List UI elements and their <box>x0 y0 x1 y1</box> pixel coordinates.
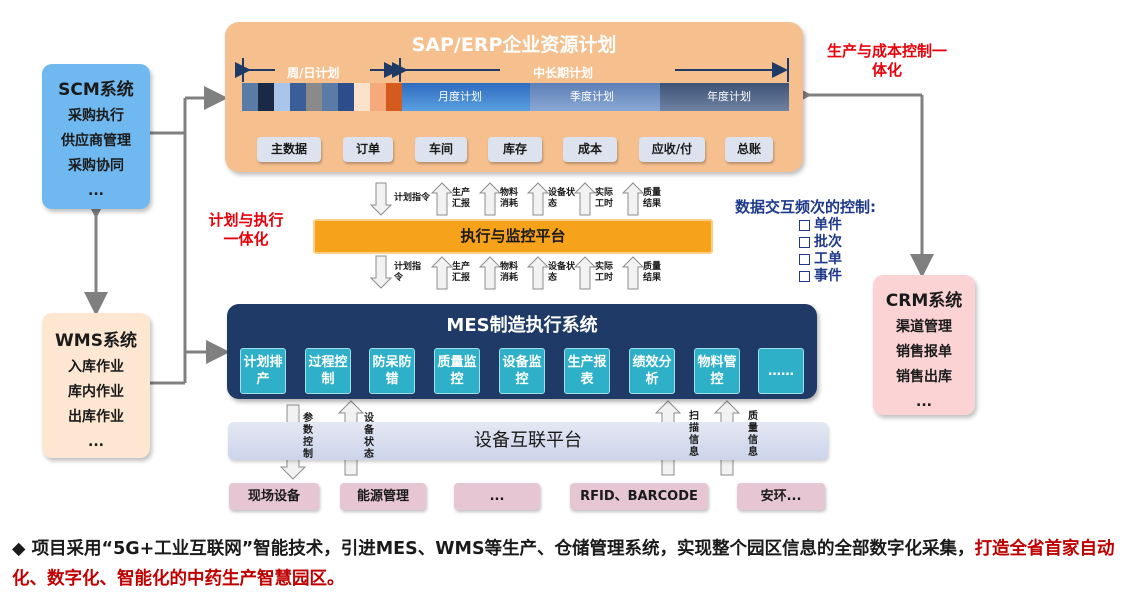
checkbox-icon <box>799 253 810 265</box>
scm-system-box[interactable]: SCM系统 采购执行 供应商管理 采购协同 ... <box>42 64 150 209</box>
crm-item: 渠道管理 <box>896 319 952 335</box>
band-monthly-label: 月度计划 <box>438 90 482 103</box>
scm-item: ... <box>88 183 104 199</box>
vertical-label-param: 参数控制 <box>303 413 313 460</box>
lower-arrow-label: 生产汇报 <box>452 262 471 283</box>
upper-arrow-label: 计划指令 <box>394 193 431 203</box>
bottom-rfid-barcode[interactable]: RFID、BARCODE <box>570 483 708 510</box>
bottom-field-equipment[interactable]: 现场设备 <box>229 483 319 510</box>
sap-btn-receivable[interactable]: 应收/付 <box>639 137 705 162</box>
upper-arrow-label: 实际工时 <box>595 188 614 209</box>
freq-item: 事件 <box>735 268 876 285</box>
lower-arrow-label: 实际工时 <box>595 262 614 283</box>
band-monthly <box>402 83 530 111</box>
wms-items: 入库作业 库内作业 出库作业 ... <box>42 355 150 455</box>
timeline-segment <box>242 83 258 111</box>
band-quarterly-label: 季度计划 <box>570 90 614 103</box>
lower-arrow-label: 计划指令 <box>394 262 422 283</box>
footer-text: ◆ 项目采用“5G+工业互联网”智能技术，引进MES、WMS等生产、仓储管理系统… <box>12 539 1115 589</box>
wms-title: WMS系统 <box>55 331 137 351</box>
bottom-more[interactable]: ... <box>454 483 540 510</box>
mes-module-material[interactable]: 物料管控 <box>694 348 740 394</box>
scm-item: 供应商管理 <box>61 133 131 149</box>
timeline-segment <box>306 83 322 111</box>
timeline-segment <box>290 83 306 111</box>
timeline-segment <box>370 83 386 111</box>
mes-module-error-proofing[interactable]: 防呆防错 <box>369 348 415 394</box>
mes-module-process-control[interactable]: 过程控制 <box>305 348 351 394</box>
freq-item: 批次 <box>735 234 876 251</box>
scm-item: 采购协同 <box>68 158 124 174</box>
timeline-segment <box>274 83 290 111</box>
bottom-safety-env[interactable]: 安环... <box>737 483 825 510</box>
sap-btn-ledger[interactable]: 总账 <box>725 137 773 162</box>
crm-title: CRM系统 <box>885 291 963 311</box>
period-long-label: 中长期计划 <box>533 66 594 80</box>
vertical-label-scan: 扫描信息 <box>689 411 699 458</box>
bottom-energy-management[interactable]: 能源管理 <box>340 483 426 510</box>
mes-module-planning[interactable]: 计划排产 <box>240 348 286 394</box>
mes-module-reports[interactable]: 生产报表 <box>564 348 610 394</box>
scm-title: SCM系统 <box>58 80 134 100</box>
band-yearly <box>660 83 789 111</box>
mes-title: MES制造执行系统 <box>446 315 598 336</box>
lower-arrow-label: 物料消耗 <box>500 262 519 283</box>
vertical-label-quality: 质量信息 <box>748 411 758 458</box>
mes-module-quality[interactable]: 质量监控 <box>434 348 480 394</box>
wms-item: 入库作业 <box>68 359 124 375</box>
upper-arrow-label: 生产汇报 <box>452 188 471 209</box>
band-yearly-label: 年度计划 <box>707 90 751 103</box>
freq-control: 数据交互频次的控制: 单件 批次 工单 事件 <box>735 196 876 285</box>
exec-monitor-platform[interactable]: 执行与监控平台 <box>313 219 713 254</box>
checkbox-icon <box>799 219 810 231</box>
plan-exec-label: 计划与执行 一体化 <box>208 211 284 248</box>
sap-btn-workshop[interactable]: 车间 <box>415 137 467 162</box>
timeline-segment <box>338 83 354 111</box>
mes-system-box[interactable]: MES制造执行系统 计划排产 过程控制 防呆防错 质量监控 设备监控 生产报表 … <box>227 304 817 399</box>
freq-item: 工单 <box>735 251 876 268</box>
crm-item: 销售出库 <box>896 369 952 385</box>
checkbox-icon <box>799 270 810 282</box>
wms-system-box[interactable]: WMS系统 入库作业 库内作业 出库作业 ... <box>42 313 150 458</box>
crm-items: 渠道管理 销售报单 销售出库 ... <box>873 315 975 415</box>
scm-item: 采购执行 <box>68 108 124 124</box>
timeline-segment <box>322 83 338 111</box>
scm-items: 采购执行 供应商管理 采购协同 ... <box>42 104 150 204</box>
crm-item: 销售报单 <box>896 344 952 360</box>
timeline-segment <box>354 83 370 111</box>
lower-arrow-label: 质量结果 <box>643 262 662 283</box>
sap-btn-master-data[interactable]: 主数据 <box>257 137 321 162</box>
sap-title: SAP/ERP企业资源计划 <box>411 34 617 56</box>
freq-title: 数据交互频次的控制: <box>735 198 876 216</box>
crm-item: ... <box>916 394 932 410</box>
prod-cost-label: 生产与成本控制一 体化 <box>826 42 947 79</box>
timeline-segment <box>386 83 402 111</box>
timeline-segment <box>258 83 274 111</box>
wms-item: 出库作业 <box>68 409 124 425</box>
checkbox-icon <box>799 236 810 248</box>
wms-item: ... <box>88 434 104 450</box>
lower-arrow-label: 设备状态 <box>548 262 576 283</box>
freq-item: 单件 <box>735 217 876 234</box>
band-quarterly <box>530 83 660 111</box>
upper-arrow-label: 质量结果 <box>643 188 662 209</box>
period-short-label: 周/日计划 <box>287 66 340 80</box>
sap-btn-inventory[interactable]: 库存 <box>488 137 542 162</box>
mes-module-more[interactable]: …… <box>758 348 804 394</box>
mes-module-equipment[interactable]: 设备监控 <box>499 348 545 394</box>
sap-btn-cost[interactable]: 成本 <box>563 137 617 162</box>
upper-arrow-label: 设备状态 <box>548 188 576 209</box>
mes-module-performance[interactable]: 绩效分析 <box>629 348 675 394</box>
vertical-label-status: 设备状态 <box>364 413 374 460</box>
wms-item: 库内作业 <box>68 384 124 400</box>
device-interconnect-platform[interactable]: 设备互联平台 <box>228 422 828 460</box>
crm-system-box[interactable]: CRM系统 渠道管理 销售报单 销售出库 ... <box>873 275 975 415</box>
bullet-icon: ◆ <box>12 539 26 559</box>
sap-btn-order[interactable]: 订单 <box>343 137 393 162</box>
upper-arrow-label: 物料消耗 <box>500 188 519 209</box>
